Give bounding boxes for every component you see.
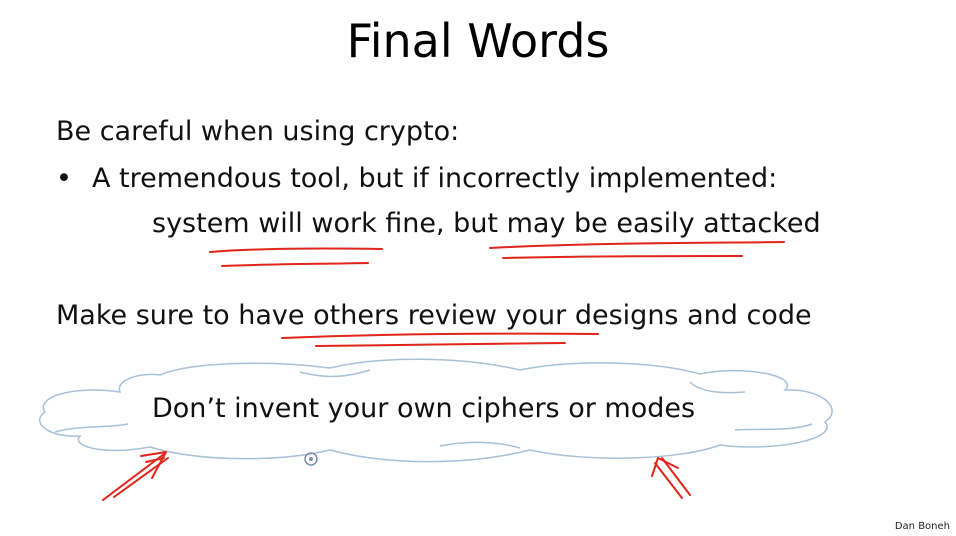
consequence-line: system will work fine, but may be easily… — [152, 208, 821, 239]
consequence-part-3: may be easily attacked — [506, 208, 821, 239]
review-part-1: Make sure to have — [56, 300, 314, 331]
slide-title: Final Words — [346, 14, 610, 68]
cloud-message: Don’t invent your own ciphers or modes — [152, 393, 696, 424]
cursor-icon — [304, 452, 318, 466]
intro-line: Be careful when using crypto: — [56, 116, 460, 147]
review-part-2: others review your designs — [313, 300, 679, 331]
bullet-icon: • — [56, 163, 72, 194]
consequence-part-1: system will work fine — [152, 208, 437, 239]
bullet-item: • A tremendous tool, but if incorrectly i… — [56, 163, 777, 194]
red-arrows — [102, 451, 691, 501]
bullet-text: A tremendous tool, but if incorrectly im… — [92, 163, 778, 194]
review-part-3: and code — [678, 300, 812, 331]
cloud-shape — [38, 358, 833, 463]
review-line: Make sure to have others review your des… — [56, 300, 812, 331]
author-footer: Dan Boneh — [894, 521, 950, 532]
red-underlines — [209, 241, 785, 347]
consequence-part-2: , but — [436, 208, 507, 239]
